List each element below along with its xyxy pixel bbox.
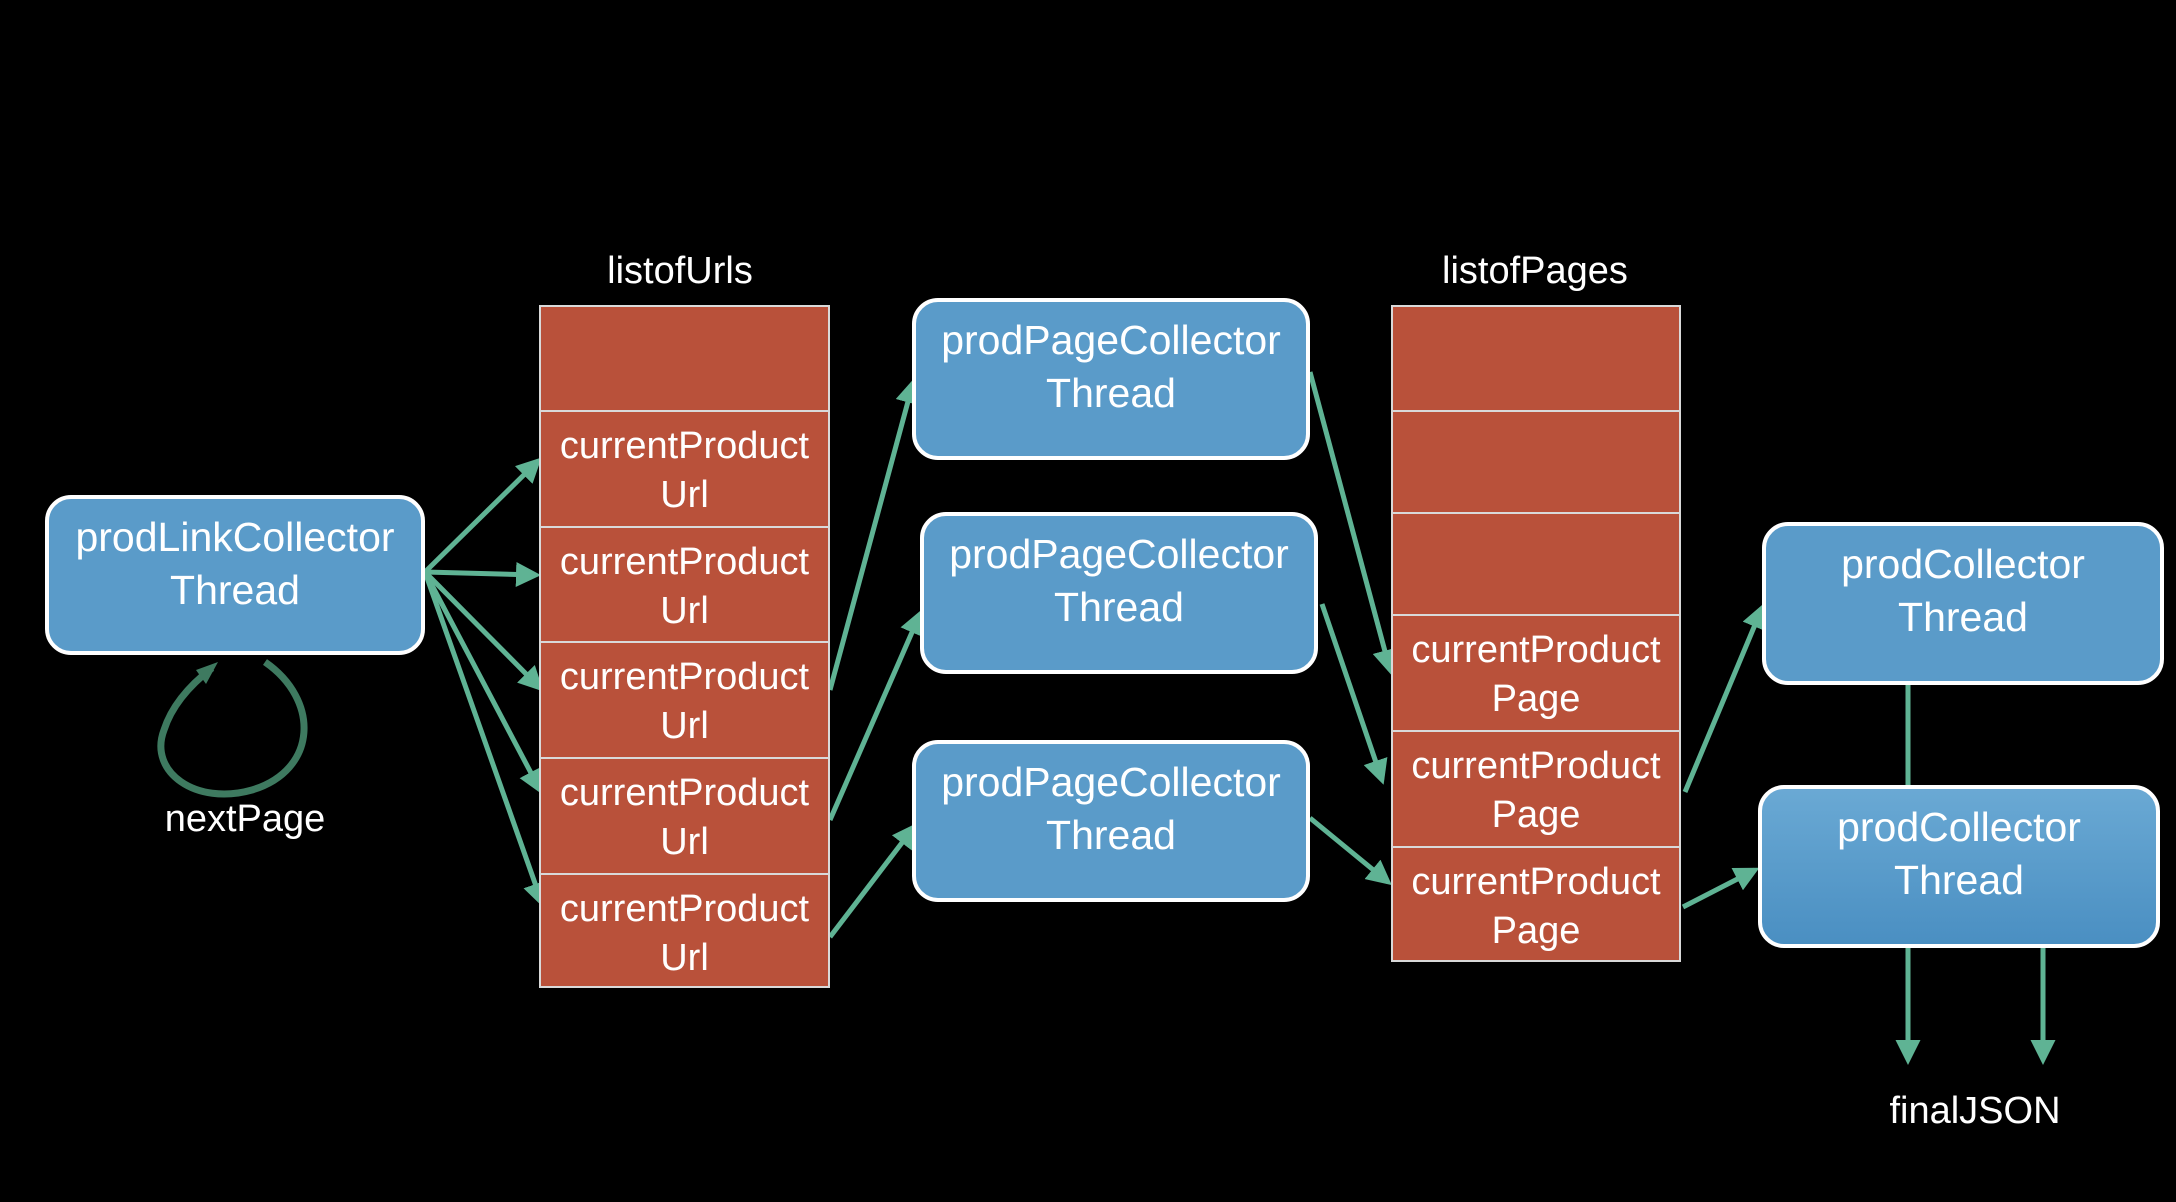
page-collector-2-line2: Thread	[1054, 584, 1184, 631]
edge-url-to-pagecollector-2	[827, 609, 924, 822]
page-cell-3-line2: Page	[1491, 677, 1581, 720]
url-cell-4-line2: Url	[660, 820, 709, 863]
url-cell-3-line2: Url	[660, 704, 709, 747]
edge-page-to-collector-2	[1681, 867, 1760, 910]
pages-queue: currentProduct Page currentProduct Page …	[1391, 305, 1681, 962]
edge-link-to-url-2	[424, 561, 541, 587]
page-cell-3-line1: currentProduct	[1411, 629, 1661, 671]
edge-link-to-url-5	[422, 571, 548, 908]
url-cell-5-line2: Url	[660, 936, 709, 979]
collector-1-line1: prodCollector	[1841, 541, 2085, 587]
page-cell-empty	[1393, 512, 1679, 614]
next-page-label: nextPage	[164, 798, 326, 840]
edge-page-to-collector-1	[1682, 603, 1766, 793]
url-cell-3-line1: currentProduct	[559, 656, 810, 698]
page-collector-1-line2: Thread	[1046, 370, 1176, 417]
url-cell: currentProduct Url	[541, 410, 828, 526]
url-cell-5-line1: currentProduct	[559, 888, 810, 930]
url-cell-1-line1: currentProduct	[559, 425, 810, 467]
collector-thread-2: prodCollector Thread	[1758, 785, 2160, 948]
link-collector-thread: prodLinkCollector Thread	[45, 495, 425, 655]
edge-link-to-url-3	[423, 570, 544, 692]
edge-link-to-url-4	[422, 570, 543, 795]
collector-1-line2: Thread	[1898, 594, 2028, 641]
url-cell-2-line1: currentProduct	[559, 541, 810, 583]
next-page-loop	[157, 659, 308, 798]
link-collector-line1: prodLinkCollector	[75, 514, 395, 560]
page-cell: currentProduct Page	[1393, 730, 1679, 846]
url-cell-1-line2: Url	[660, 473, 709, 516]
pages-queue-title: listofPages	[1442, 250, 1628, 292]
edge-pagecollector-2-to-page	[1319, 603, 1388, 785]
edge-pagecollector-1-to-page	[1307, 371, 1397, 675]
link-collector-line2: Thread	[170, 567, 300, 614]
edge-link-to-url-1	[423, 457, 542, 574]
urls-queue: currentProduct Url currentProduct Url cu…	[539, 305, 830, 988]
page-cell-5-line1: currentProduct	[1411, 861, 1661, 903]
edge-url-to-pagecollector-3	[828, 823, 918, 939]
url-cell: currentProduct Url	[541, 873, 828, 990]
next-page-loop-arrowhead	[196, 662, 218, 684]
urls-queue-title: listofUrls	[607, 250, 753, 292]
page-collector-thread-3: prodPageCollector Thread	[912, 740, 1310, 902]
edge-url-to-pagecollector-1	[827, 378, 920, 691]
page-collector-2-line1: prodPageCollector	[949, 531, 1289, 577]
page-cell-4-line2: Page	[1491, 793, 1581, 836]
url-cell: currentProduct Url	[541, 757, 828, 873]
url-cell: currentProduct Url	[541, 526, 828, 641]
page-collector-thread-1: prodPageCollector Thread	[912, 298, 1310, 460]
page-collector-thread-2: prodPageCollector Thread	[920, 512, 1318, 674]
page-collector-3-line2: Thread	[1046, 812, 1176, 859]
url-cell-2-line2: Url	[660, 589, 709, 632]
collector-2-line2: Thread	[1894, 857, 2024, 904]
page-collector-3-line1: prodPageCollector	[941, 759, 1281, 805]
page-cell-empty	[1393, 410, 1679, 512]
collector-thread-1: prodCollector Thread	[1762, 522, 2164, 685]
page-cell: currentProduct Page	[1393, 846, 1679, 964]
collector-2-line1: prodCollector	[1837, 804, 2081, 850]
page-cell-4-line1: currentProduct	[1411, 745, 1661, 787]
url-cell-empty	[541, 307, 828, 410]
url-cell: currentProduct Url	[541, 641, 828, 757]
edge-pagecollector-3-to-page	[1308, 816, 1392, 886]
page-cell: currentProduct Page	[1393, 614, 1679, 730]
url-cell-4-line1: currentProduct	[559, 772, 810, 814]
page-cell-empty	[1393, 307, 1679, 410]
page-collector-1-line1: prodPageCollector	[941, 317, 1281, 363]
page-cell-5-line2: Page	[1491, 909, 1581, 952]
final-json-label: finalJSON	[1889, 1090, 2061, 1132]
